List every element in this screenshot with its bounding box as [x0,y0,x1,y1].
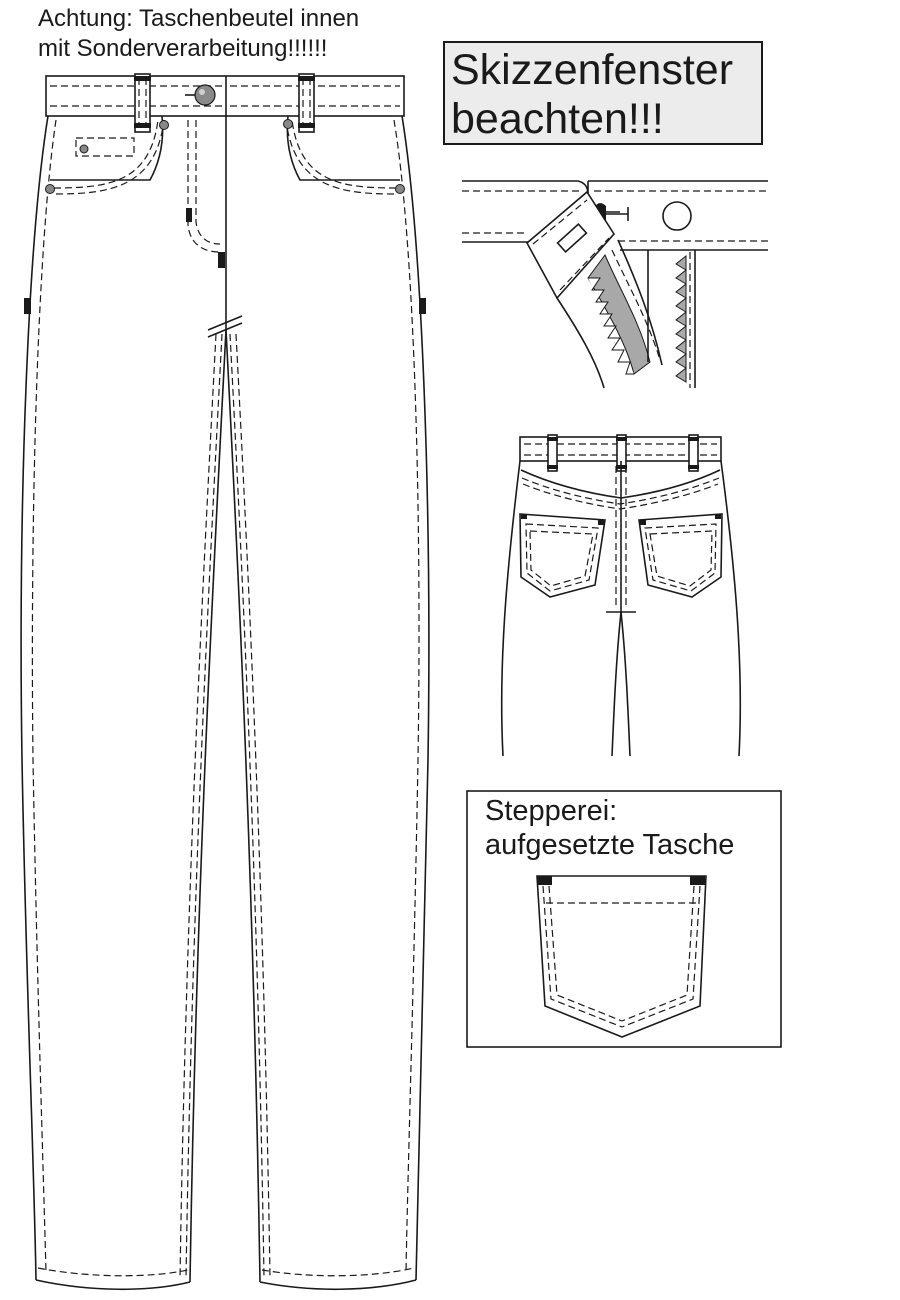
patch-pocket-detail [536,875,707,1038]
button-icon [185,84,216,106]
back-pocket-right [638,513,723,598]
callout-line-2: beachten!!! [451,95,664,143]
warning-note-line-1: Achtung: Taschenbeutel innen [38,5,360,32]
sketch-window-detail [462,180,768,389]
fly-front [186,116,243,338]
belt-loops-back [547,434,699,472]
back-pocket-left [519,513,606,598]
warning-note-line-2: mit Sonderverarbeitung!!!!!! [38,35,328,62]
front-pockets [45,115,405,195]
stitching-label: Stepperei: aufgesetzte Tasche [485,794,734,862]
stitching-label-line-2: aufgesetzte Tasche [485,829,735,861]
front-view-jeans [20,73,430,1291]
sketch-window-callout: Skizzenfenster beachten!!! [443,41,763,145]
callout-line-1: Skizzenfenster [451,46,734,94]
stitching-label-line-1: Stepperei: [485,795,618,827]
belt-loops-front [134,73,315,133]
waistband-front [45,75,405,117]
side-tacks [24,298,426,314]
back-view-jeans [500,434,742,757]
stitching-detail-box [466,790,782,1048]
right-leg-front [225,115,430,1291]
warning-note: Achtung: Taschenbeutel innen mit Sonderv… [38,4,359,64]
left-leg-front [20,115,227,1291]
